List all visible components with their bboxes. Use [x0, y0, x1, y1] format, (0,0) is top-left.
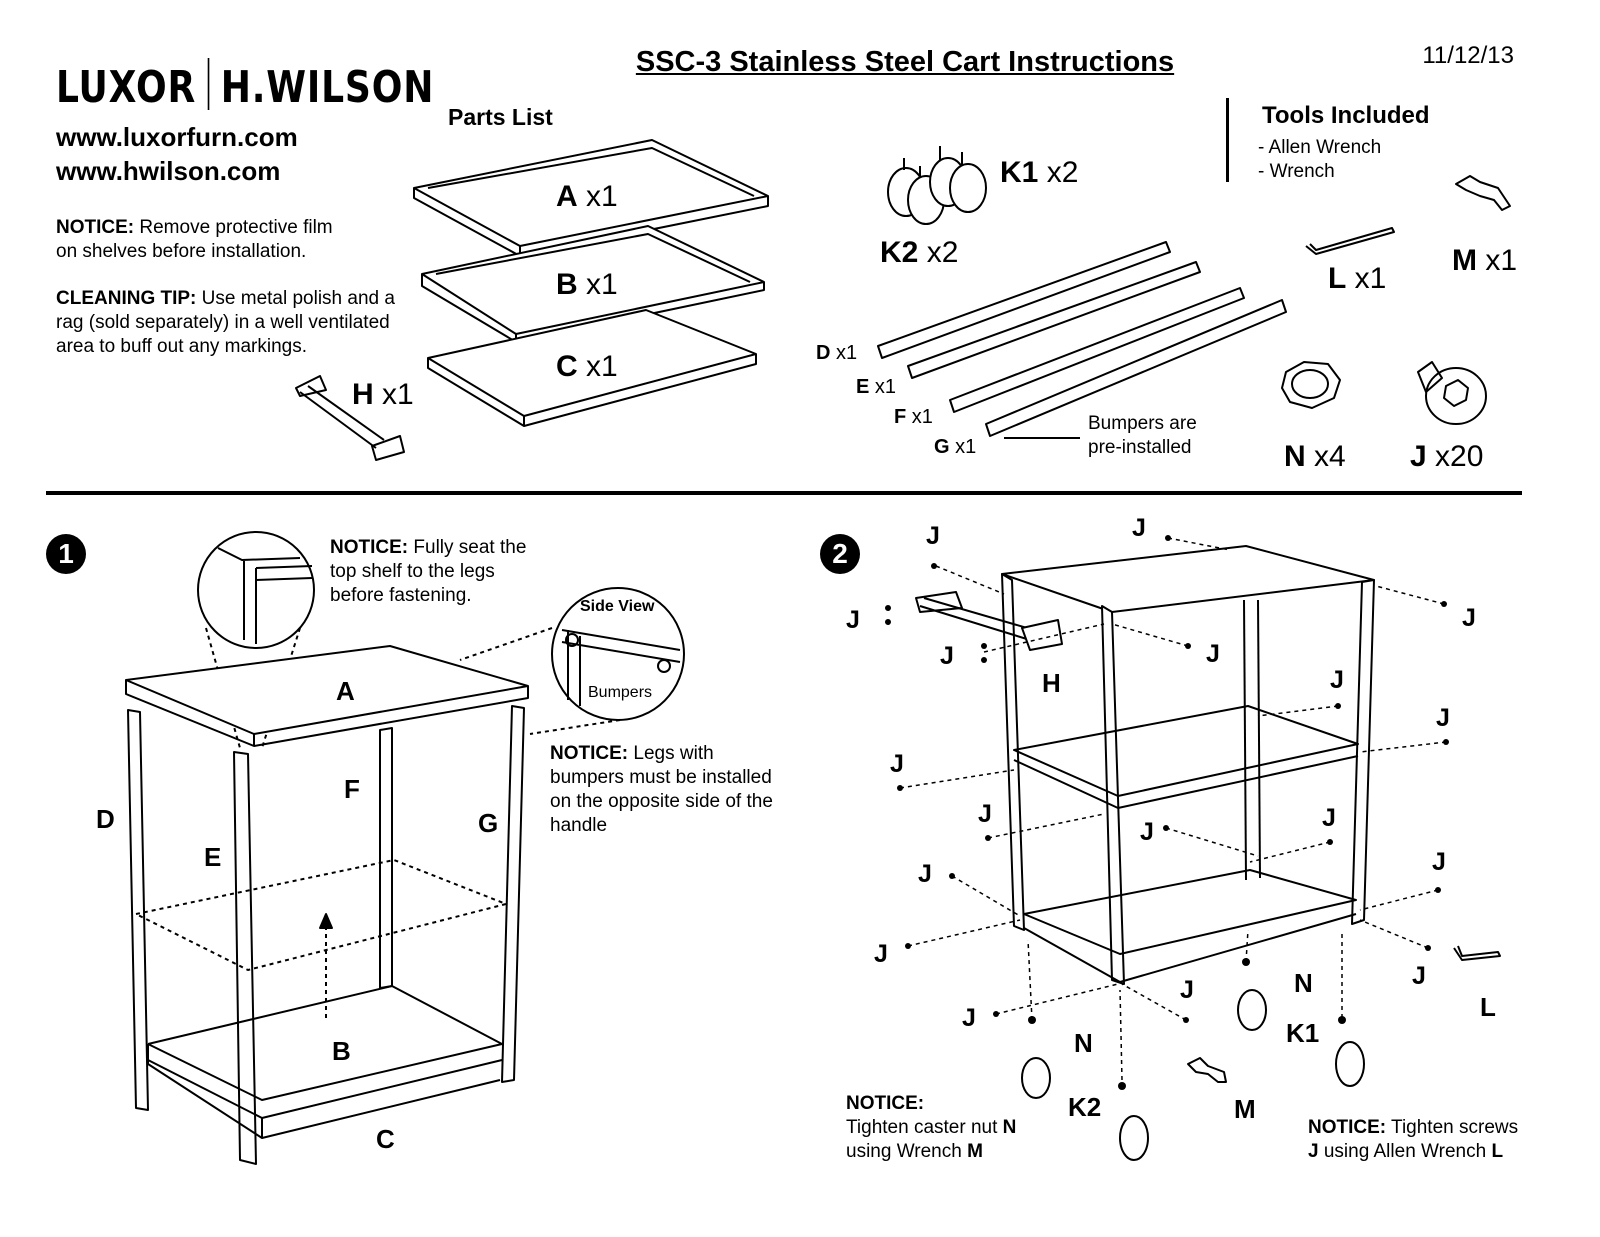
tools-divider — [1226, 98, 1229, 182]
logo-divider — [207, 58, 210, 110]
allen-wrench-l-drawing — [1305, 227, 1395, 255]
brand-luxor: LUXOR — [56, 62, 197, 113]
part-m-label: M x1 — [1452, 244, 1518, 277]
step-2-badge: 2 — [820, 534, 860, 574]
brand-hwilson: H.WILSON — [220, 62, 435, 113]
document-date: 11/12/13 — [1422, 42, 1514, 69]
part-e-label: E x1 — [856, 376, 897, 398]
part-k2-label: K2 x2 — [880, 236, 959, 269]
part-h-label: H x1 — [352, 378, 414, 411]
step1-label-d: D — [96, 804, 115, 834]
screw-j-label: J — [926, 522, 940, 550]
screw-j-label: J — [1140, 818, 1154, 846]
bumpers-preinstalled-note: Bumpers are pre-installed — [1088, 413, 1197, 458]
step2-notice-caster-nut: NOTICE: Tighten caster nut N using Wrenc… — [846, 1093, 1017, 1162]
step2-label-l: L — [1480, 992, 1496, 1022]
step2-label-k1: K1 — [1286, 1018, 1320, 1048]
step2-label-k2: K2 — [1068, 1092, 1102, 1122]
casters-drawing — [887, 146, 987, 225]
screw-j-label: J — [1412, 962, 1426, 990]
shelf-b-drawing — [421, 225, 765, 346]
tool-item-wrench: - Wrench — [1258, 161, 1335, 182]
step2-label-m: M — [1234, 1094, 1256, 1124]
part-f-label: F x1 — [894, 406, 933, 428]
part-n-label: N x4 — [1284, 440, 1346, 473]
step1-notice-seat-shelf: NOTICE: Fully seat the top shelf to the … — [330, 537, 527, 606]
wrench-m-drawing — [1455, 175, 1511, 211]
tools-heading: Tools Included — [1262, 102, 1430, 129]
part-b-label: B x1 — [556, 268, 618, 301]
screw-j-label: J — [874, 940, 888, 968]
step2-label-n: N — [1294, 968, 1313, 998]
part-l-label: L x1 — [1328, 262, 1387, 295]
screw-j-label: J — [846, 606, 860, 634]
step1-label-b: B — [332, 1036, 351, 1066]
step2-label-n: N — [1074, 1028, 1093, 1058]
url-hwilson[interactable]: www.hwilson.com — [56, 156, 281, 186]
handle-h-drawing — [295, 375, 405, 461]
screw-j-label: J — [1322, 804, 1336, 832]
tool-item-allen-wrench: - Allen Wrench — [1258, 137, 1382, 158]
page-title: SSC-3 Stainless Steel Cart Instructions — [635, 46, 1175, 78]
step1-label-c: C — [376, 1124, 395, 1154]
parts-list-heading: Parts List — [448, 104, 553, 130]
step-1-badge: 1 — [46, 534, 86, 574]
step1-notice-bumpers: NOTICE: Legs with bumpers must be instal… — [550, 743, 773, 836]
nut-n-drawing — [1281, 361, 1341, 409]
shelf-c-drawing — [427, 309, 757, 427]
part-g-label: G x1 — [934, 436, 977, 458]
screw-j-label: J — [1180, 976, 1194, 1004]
screw-j-label: J — [978, 800, 992, 828]
screw-j-label: J — [1132, 514, 1146, 542]
brand-logo: LUXOR H.WILSON — [56, 58, 434, 110]
step2-notice-screws: NOTICE: Tighten screws J using Allen Wre… — [1308, 1117, 1519, 1162]
screw-j-label: J — [1330, 666, 1344, 694]
screw-j-label: J — [1432, 848, 1446, 876]
screw-j-label: J — [890, 750, 904, 778]
screw-j-label: J — [962, 1004, 976, 1032]
part-j-label: J x20 — [1410, 440, 1484, 473]
step2-label-h: H — [1042, 668, 1061, 698]
step1-label-a: A — [336, 676, 355, 706]
screw-j-label: J — [1206, 640, 1220, 668]
cleaning-tip: CLEANING TIP: Use metal polish and a rag… — [56, 288, 395, 357]
part-k1-label: K1 x2 — [1000, 156, 1079, 189]
step1-label-g: G — [478, 808, 499, 838]
protective-film-notice: NOTICE: Remove protective film on shelve… — [56, 217, 333, 262]
screw-j-label: J — [918, 860, 932, 888]
legs-drawing — [877, 241, 1287, 439]
side-view-label: Side View — [580, 598, 655, 615]
part-d-label: D x1 — [816, 342, 858, 364]
screw-j-drawing — [1417, 361, 1487, 425]
screw-j-label: J — [1436, 704, 1450, 732]
part-c-label: C x1 — [556, 350, 618, 383]
step1-label-e: E — [204, 842, 222, 872]
url-luxor[interactable]: www.luxorfurn.com — [56, 122, 298, 152]
screw-j-label: J — [1462, 604, 1476, 632]
screw-j-label: J — [940, 642, 954, 670]
bumpers-label: Bumpers — [588, 684, 653, 702]
step1-label-f: F — [344, 774, 360, 804]
part-a-label: A x1 — [556, 180, 618, 213]
